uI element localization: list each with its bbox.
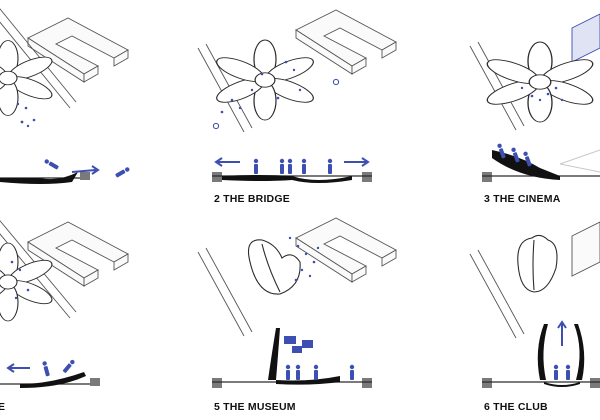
- tulip-closed: [517, 234, 558, 293]
- projection-beam: [559, 149, 600, 173]
- panel-2-caption: 2 THE BRIDGE: [214, 193, 290, 205]
- building-outline: [27, 17, 129, 83]
- people-dots: [16, 102, 36, 128]
- arrow-right: [71, 165, 100, 175]
- people-dots: [520, 86, 564, 102]
- people-dots: [10, 260, 30, 300]
- panel-4: [0, 220, 129, 388]
- people-dots: [288, 236, 320, 282]
- arrow-left: [6, 363, 30, 373]
- tulip-closed: [247, 239, 301, 295]
- flower-platform: [211, 39, 319, 121]
- section-5: [212, 328, 372, 388]
- section-6: [482, 320, 600, 388]
- panel-3: [469, 13, 600, 182]
- panel-1: [0, 8, 131, 184]
- panel-3-caption: 3 THE CINEMA: [484, 193, 561, 205]
- building-outline: [571, 13, 600, 63]
- bridge-rails: [469, 41, 525, 131]
- panel-5: [197, 217, 397, 388]
- wall: [268, 328, 280, 380]
- arrow-up: [557, 320, 567, 346]
- arrow-left: [214, 157, 240, 167]
- bridge-rails: [469, 249, 525, 339]
- panel-4-caption: E: [0, 401, 6, 413]
- panel-2: [197, 9, 397, 183]
- section-4: [0, 358, 100, 388]
- panel-5-caption: 5 THE MUSEUM: [214, 401, 296, 413]
- bridge-rails: [0, 8, 77, 109]
- section-2: [212, 157, 372, 183]
- building-outline: [295, 217, 397, 283]
- panel-6: [469, 221, 600, 388]
- building-outline: [571, 221, 600, 277]
- panel-6-caption: 6 THE CLUB: [484, 401, 548, 413]
- building-outline: [27, 221, 129, 287]
- club-pod: [537, 324, 548, 380]
- arrow-right: [344, 157, 370, 167]
- exhibit-panels: [284, 336, 313, 353]
- section-1: [0, 158, 131, 184]
- people-dots: [212, 60, 340, 130]
- bridge-rails: [197, 247, 253, 337]
- section-3: [482, 142, 600, 182]
